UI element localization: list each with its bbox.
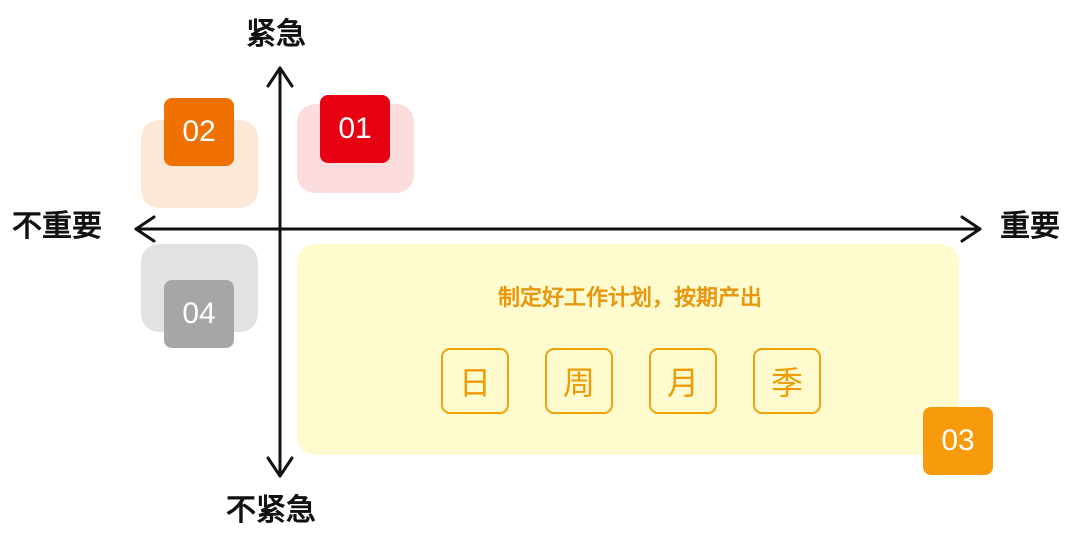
period-month-box: 月: [649, 348, 717, 414]
axis-label-urgent: 紧急: [246, 17, 306, 52]
quadrant-01-badge: 01: [320, 95, 390, 163]
quadrant-02-badge: 02: [164, 98, 234, 166]
arrow-left-icon: [134, 215, 156, 243]
quadrant-04-badge: 04: [164, 280, 234, 348]
quadrant-03-title: 制定好工作计划，按期产出: [497, 286, 762, 311]
quadrant-03-panel: [297, 244, 959, 455]
axis-label-not-important: 不重要: [12, 209, 102, 244]
axis-label-not-urgent: 不紧急: [226, 493, 316, 528]
arrow-down-icon: [266, 456, 294, 478]
axis-label-important: 重要: [1000, 209, 1060, 244]
arrow-right-icon: [960, 215, 982, 243]
quadrant-03-badge: 03: [923, 407, 993, 475]
period-day-box: 日: [441, 348, 509, 414]
period-season-box: 季: [753, 348, 821, 414]
period-week-box: 周: [545, 348, 613, 414]
arrow-up-icon: [266, 66, 294, 88]
